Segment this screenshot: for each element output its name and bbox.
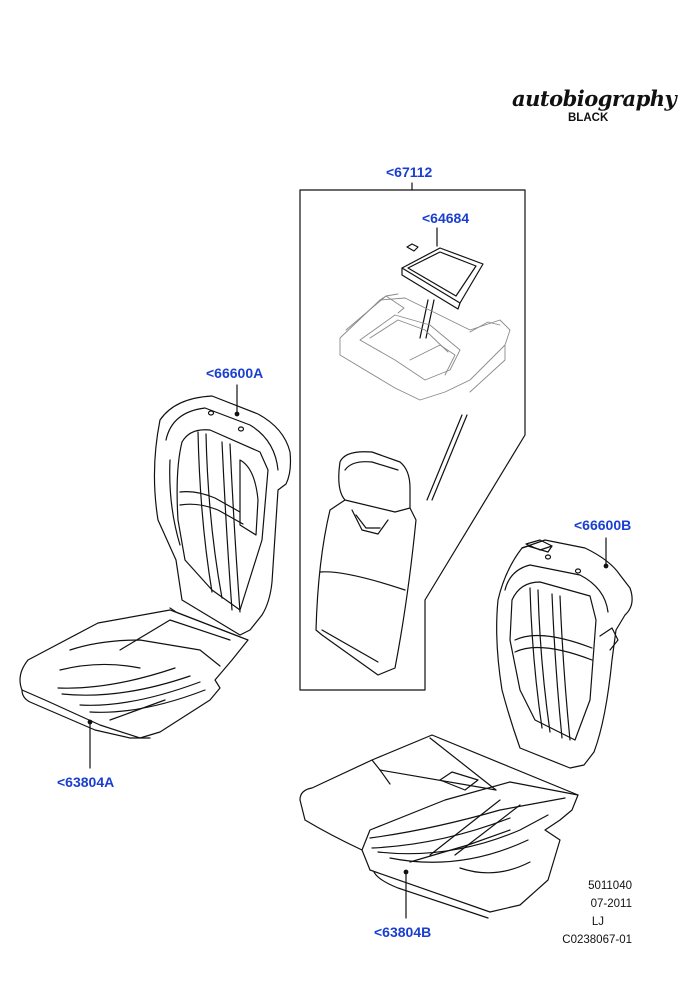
console-tray-drawing	[339, 293, 511, 401]
right-seat-cushion-drawing	[299, 734, 579, 919]
illustration-date: 07-2011	[590, 898, 632, 910]
callout-seat-back-right[interactable]: <66600B	[574, 517, 632, 533]
illustration-code: 5011040	[588, 880, 632, 892]
brand-trim-label: BLACK	[568, 112, 609, 124]
callout-seat-cushion-right[interactable]: <63804B	[374, 924, 432, 940]
console-inset-frame	[299, 182, 526, 691]
right-seat-back-drawing	[496, 537, 633, 769]
console-insert-drawing	[401, 227, 484, 339]
callout-console-insert[interactable]: <64684	[422, 210, 470, 226]
left-seat-back-drawing	[153, 384, 292, 636]
center-seat-back-drawing	[315, 451, 417, 676]
console-leader-lines	[426, 414, 468, 501]
illustrator-initials: LJ	[591, 916, 604, 928]
brand-script-logo: autobiography	[512, 86, 677, 111]
left-seat-cushion-drawing	[19, 607, 249, 769]
callout-console-assembly[interactable]: <67112	[386, 164, 433, 180]
callout-seat-back-left[interactable]: <66600A	[206, 365, 264, 381]
illustration-reference: C0238067-01	[562, 934, 632, 946]
callout-seat-cushion-left[interactable]: <63804A	[57, 774, 115, 790]
